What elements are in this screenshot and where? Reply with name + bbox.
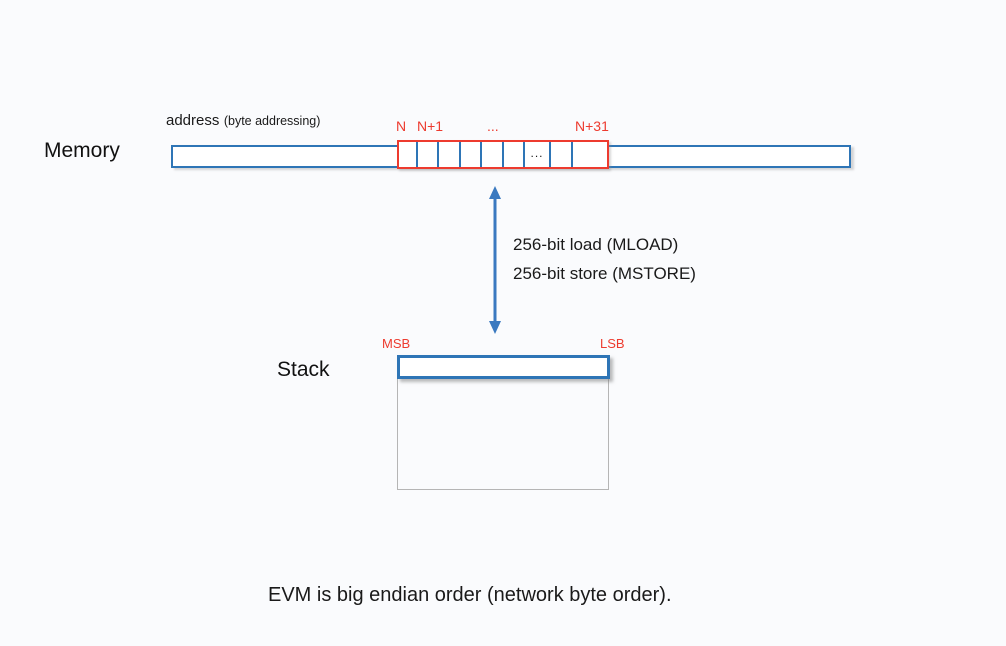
stack-top-slot (397, 355, 610, 379)
byte-cell-ellipsis: ... (525, 142, 551, 167)
bidirectional-arrow-icon (489, 186, 501, 334)
memory-word-region: ... (397, 140, 609, 169)
byte-index-n-plus-1: N+1 (417, 118, 444, 134)
byte-cell (504, 142, 525, 167)
memory-label: Memory (44, 139, 120, 162)
mstore-text: 256-bit store (MSTORE) (513, 264, 696, 283)
byte-addressing-note: (byte addressing) (223, 114, 321, 128)
byte-cell (482, 142, 504, 167)
address-label: address (byte addressing) (166, 112, 320, 130)
byte-cell (573, 142, 607, 167)
stack-body (397, 378, 609, 490)
byte-cell (399, 142, 418, 167)
byte-cell (461, 142, 482, 167)
byte-cell (551, 142, 573, 167)
stack-label: Stack (277, 358, 330, 381)
caption-text: EVM is big endian order (network byte or… (268, 584, 672, 606)
byte-cell (418, 142, 439, 167)
byte-cell (439, 142, 461, 167)
mload-text: 256-bit load (MLOAD) (513, 235, 679, 254)
lsb-label: LSB (600, 336, 625, 351)
address-label-text: address (166, 112, 220, 129)
byte-index-n: N (396, 118, 407, 134)
byte-index-ellipsis: ... (487, 118, 499, 134)
msb-label: MSB (382, 336, 411, 351)
byte-index-n-plus-31: N+31 (575, 118, 609, 134)
